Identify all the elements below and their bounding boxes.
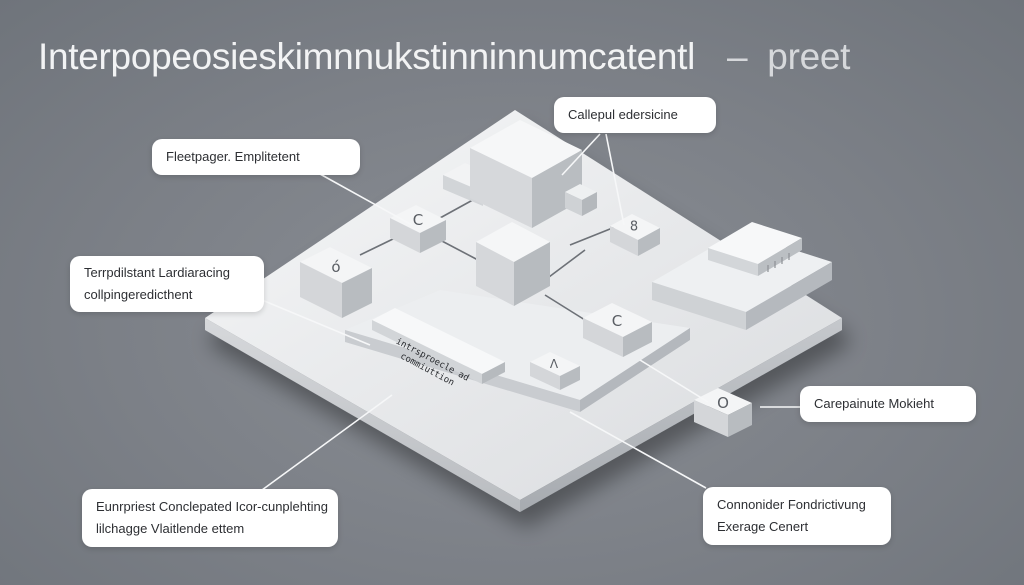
callout-text: Terrpdilstant Lardiaracing xyxy=(84,265,230,280)
cube-center xyxy=(476,222,550,306)
callout-text: Fleetpager. Emplitetent xyxy=(166,149,300,164)
callout-text: Callepul edersicine xyxy=(568,107,678,122)
callout-bottom-right: Connonider Fondrictivung Exerage Cenert xyxy=(703,487,891,545)
callout-text: collpingeredicthent xyxy=(84,287,193,302)
callout-mid-left: Terrpdilstant Lardiaracing collpingeredi… xyxy=(70,256,264,312)
title-suffix: preet xyxy=(767,36,851,77)
device-module xyxy=(652,222,832,330)
callout-top-right: Callepul edersicine xyxy=(554,97,716,133)
a-glyph-icon: Λ xyxy=(549,357,559,371)
title-main: Interpopeosieskimnnukstinninnumcatentl xyxy=(38,36,696,77)
label-block xyxy=(372,308,505,384)
o-glyph-icon: ó xyxy=(331,258,341,276)
callout-text: Carepainute Mokieht xyxy=(814,396,934,411)
callout-text: Connonider Fondrictivung xyxy=(717,497,866,512)
callout-text: Exerage Cenert xyxy=(717,519,809,534)
c-glyph-icon: C xyxy=(611,312,623,330)
cube-large-top xyxy=(443,120,597,228)
callout-top-left: Fleetpager. Emplitetent xyxy=(152,139,360,175)
c-glyph-icon: C xyxy=(412,211,424,229)
callout-mid-right: Carepainute Mokieht xyxy=(800,386,976,422)
cube-o-right xyxy=(694,388,752,437)
cube-o-left xyxy=(300,247,372,318)
o-glyph-icon: O xyxy=(717,394,729,412)
callout-bottom-left: Eunrpriest Conclepated Icor-cunplehting … xyxy=(82,489,338,547)
diagram-title: Interpopeosieskimnnukstinninnumcatentl –… xyxy=(38,36,850,78)
cube-c-lower xyxy=(583,303,652,357)
title-separator: – xyxy=(727,36,748,77)
cube-a xyxy=(530,352,580,390)
callout-text: lilchagge Vlaitlende ettem xyxy=(96,521,245,536)
callout-text: Eunrpriest Conclepated Icor-cunplehting xyxy=(96,499,328,514)
cube-c-upper xyxy=(390,205,446,253)
callout-leader-lines xyxy=(261,133,800,491)
eight-glyph-icon: 8 xyxy=(629,219,639,235)
